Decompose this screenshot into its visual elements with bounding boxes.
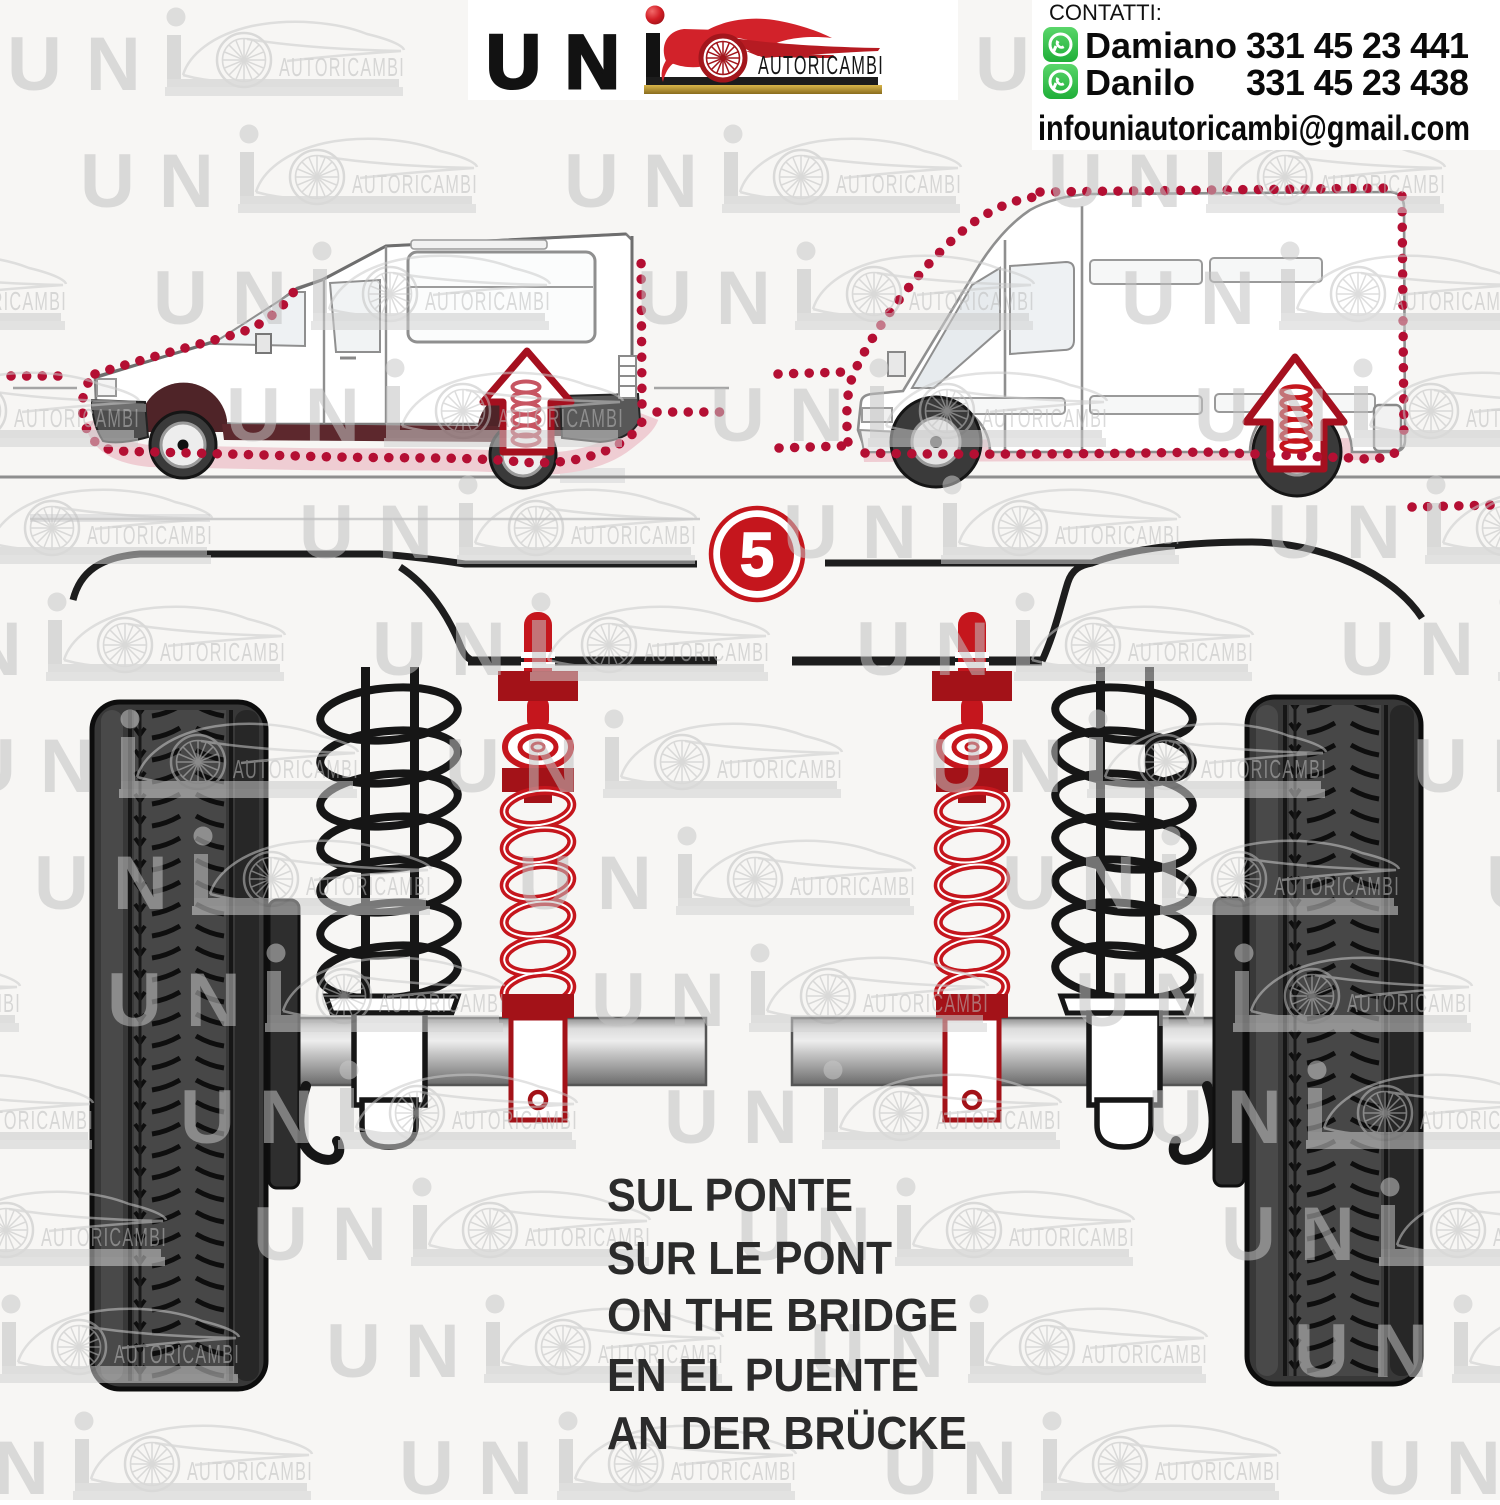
svg-text:Danilo: Danilo: [1085, 62, 1195, 103]
svg-text:EN EL PUENTE: EN EL PUENTE: [607, 1349, 919, 1401]
svg-text:331 45 23 438: 331 45 23 438: [1246, 62, 1469, 103]
svg-text:infouniautoricambi@gmail.com: infouniautoricambi@gmail.com: [1038, 109, 1470, 148]
svg-text:Damiano: Damiano: [1085, 25, 1237, 66]
svg-text:CONTATTI:: CONTATTI:: [1049, 0, 1162, 25]
svg-text:5: 5: [740, 521, 774, 590]
svg-text:AN DER BRÜCKE: AN DER BRÜCKE: [607, 1407, 967, 1459]
svg-text:331 45 23 441: 331 45 23 441: [1246, 25, 1469, 66]
svg-text:ON THE BRIDGE: ON THE BRIDGE: [607, 1289, 958, 1341]
svg-text:SUR LE PONT: SUR LE PONT: [607, 1232, 892, 1284]
svg-text:SUL PONTE: SUL PONTE: [607, 1169, 853, 1221]
